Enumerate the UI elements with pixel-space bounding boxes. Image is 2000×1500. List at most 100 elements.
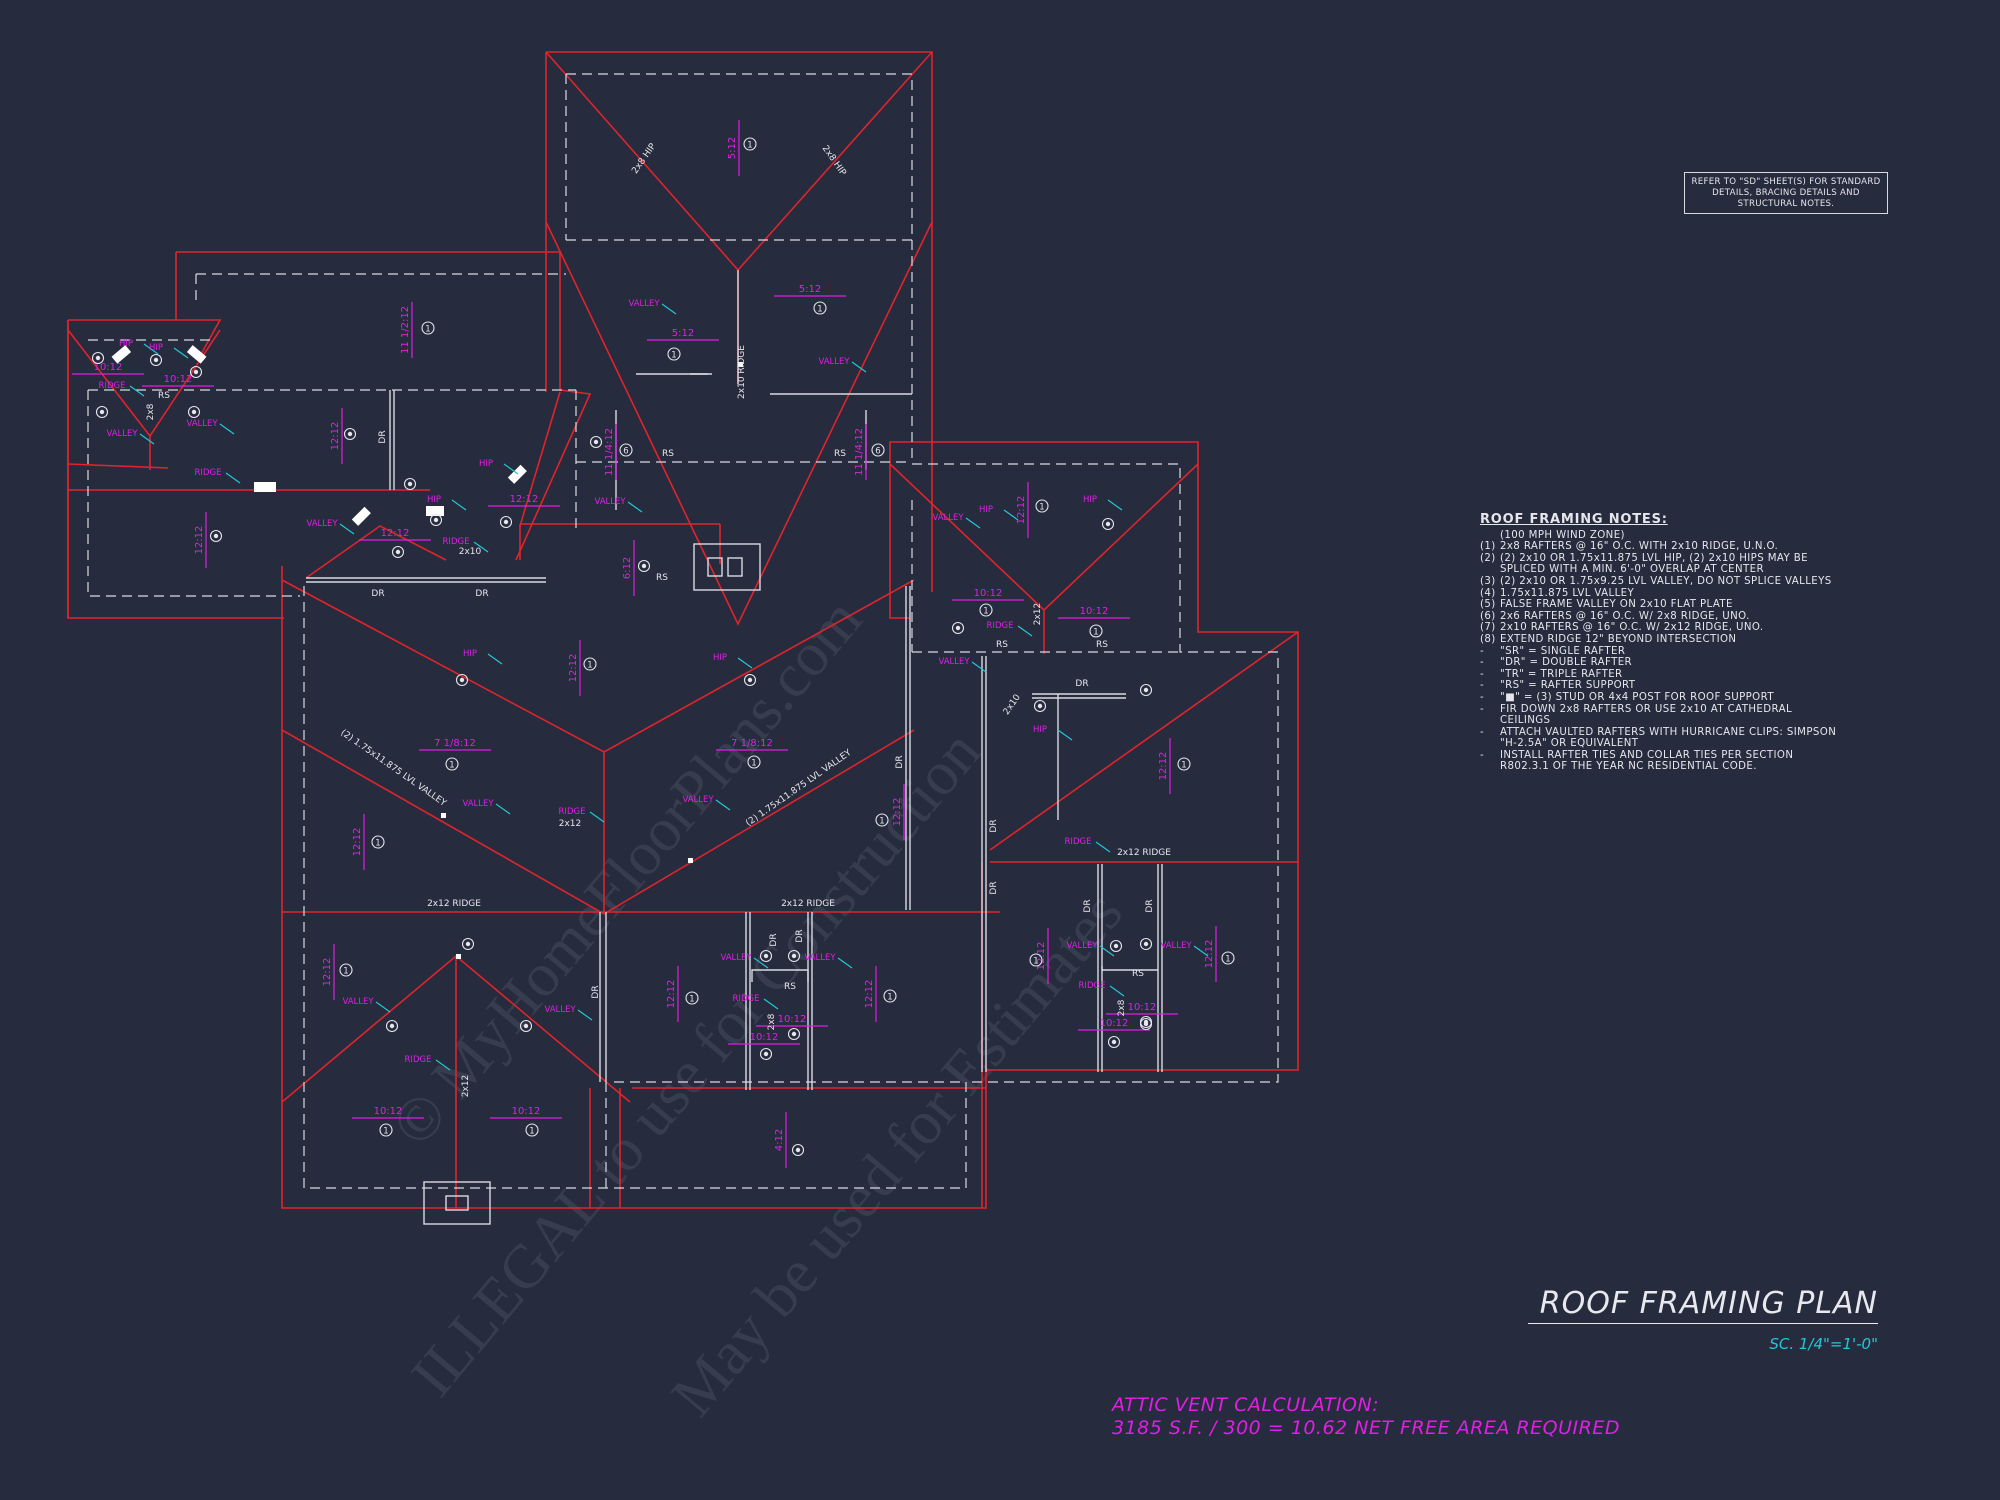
post-symbol-dot bbox=[763, 953, 769, 959]
pitch-label: 10:12 bbox=[1080, 606, 1109, 617]
roof-outline bbox=[67, 51, 1299, 1209]
pitch-label: 11 1/4:12 bbox=[604, 428, 615, 476]
callout-leader bbox=[451, 499, 467, 511]
note-item: (6)2x6 RAFTERS @ 16" O.C. W/ 2x8 RIDGE, … bbox=[1480, 611, 1840, 623]
callout-leader bbox=[1107, 499, 1123, 511]
member-callout: RIDGE bbox=[1079, 981, 1106, 991]
callout-leader bbox=[219, 423, 235, 435]
callout-leader bbox=[225, 472, 241, 484]
post-symbol bbox=[1109, 939, 1123, 953]
note-reference-number: 1 bbox=[887, 993, 892, 1003]
framing-label: 2x10 RIDGE bbox=[737, 345, 747, 399]
framing-label: 2x12 RIDGE bbox=[427, 899, 481, 909]
note-mark: (5) bbox=[1480, 599, 1496, 611]
note-reference-circle bbox=[421, 321, 435, 335]
pitch-label: 12:12 bbox=[1158, 752, 1169, 781]
callout-leader bbox=[1003, 509, 1019, 521]
callout-leader bbox=[627, 501, 643, 513]
note-mark: (8) bbox=[1480, 633, 1496, 645]
post-symbol-dot bbox=[153, 357, 159, 363]
pitch-label: 12:12 bbox=[322, 958, 333, 987]
note-text: (2) 2x10 OR 1.75x9.25 LVL VALLEY, DO NOT… bbox=[1500, 575, 1832, 587]
note-reference-number: 1 bbox=[1225, 955, 1230, 965]
post-symbol-dot bbox=[433, 517, 439, 523]
post-symbol-dot bbox=[1113, 943, 1119, 949]
callout-leader bbox=[1099, 945, 1115, 957]
member-callout: RIDGE bbox=[195, 468, 222, 478]
pitch-label: 10:12 bbox=[750, 1032, 779, 1043]
pitch-label: 5:12 bbox=[799, 284, 821, 295]
note-reference-circle bbox=[339, 963, 353, 977]
pitch-label: 10:12 bbox=[512, 1106, 541, 1117]
callout-leader bbox=[139, 433, 155, 445]
framing-label: RS bbox=[996, 640, 1008, 650]
post-symbol-dot bbox=[193, 369, 199, 375]
post-symbol bbox=[461, 937, 475, 951]
framing-label: 2x12 bbox=[559, 819, 582, 829]
note-item: (5)FALSE FRAME VALLEY ON 2x10 FLAT PLATE bbox=[1480, 599, 1840, 611]
vent-heading: ATTIC VENT CALCULATION: bbox=[1112, 1394, 1380, 1416]
framing-label: DR bbox=[895, 755, 905, 768]
note-reference-number: 1 bbox=[1093, 628, 1098, 638]
post-symbol-dot bbox=[459, 677, 465, 683]
pitch-label: 12:12 bbox=[352, 828, 363, 857]
framing-label: 2x12 RIDGE bbox=[1117, 848, 1171, 858]
vent-formula: 3185 S.F. / 300 = 10.62 NET FREE AREA RE… bbox=[1112, 1417, 1620, 1439]
post-symbol-dot bbox=[1143, 687, 1149, 693]
framing-label: 2x12 bbox=[1033, 603, 1043, 626]
framing-label: 2x8 HIP bbox=[630, 141, 658, 175]
callout-leader bbox=[473, 541, 489, 553]
post-symbol-dot bbox=[1037, 703, 1043, 709]
callout-leader bbox=[971, 661, 987, 673]
callout-leader bbox=[589, 811, 605, 823]
member-callout: VALLEY bbox=[462, 799, 494, 809]
callout-leader bbox=[1017, 625, 1033, 637]
post-symbol bbox=[589, 435, 603, 449]
post-symbol-dot bbox=[1105, 521, 1111, 527]
post-symbol bbox=[189, 365, 203, 379]
note-reference-number: 1 bbox=[425, 325, 430, 335]
callout-leader bbox=[1193, 945, 1209, 957]
member-callout: VALLEY bbox=[186, 419, 218, 429]
attic-vent-calculation: ATTIC VENT CALCULATION: 3185 S.F. / 300 … bbox=[1112, 1394, 1620, 1440]
framing-lines bbox=[87, 73, 1279, 1189]
framing-label: 2x10 bbox=[459, 547, 482, 557]
note-mark: - bbox=[1480, 691, 1485, 703]
post-symbol-dot bbox=[213, 533, 219, 539]
framing-label: 2x8 bbox=[767, 1013, 777, 1030]
post-symbol-dot bbox=[407, 481, 413, 487]
post-symbol-dot bbox=[395, 549, 401, 555]
post-symbol-dot bbox=[1143, 1021, 1149, 1027]
framing-label: 2x8 bbox=[1117, 999, 1127, 1016]
plan-title: ROOF FRAMING PLAN bbox=[1528, 1286, 1878, 1324]
pitch-label: 10:12 bbox=[778, 1014, 807, 1025]
note-mark bbox=[1480, 530, 1500, 542]
pitch-label: 12:12 bbox=[892, 798, 903, 827]
post-symbol-dot bbox=[95, 355, 101, 361]
note-reference-number: 1 bbox=[343, 967, 348, 977]
post-symbol bbox=[1139, 937, 1153, 951]
callout-leader bbox=[851, 361, 867, 373]
note-reference-number: 6 bbox=[875, 447, 880, 457]
member-callout: VALLEY bbox=[682, 795, 714, 805]
note-item: (3)(2) 2x10 OR 1.75x9.25 LVL VALLEY, DO … bbox=[1480, 576, 1840, 588]
framing-label: RS bbox=[656, 573, 668, 583]
framing-label: DR bbox=[769, 933, 779, 946]
note-reference-number: 1 bbox=[375, 839, 380, 849]
framing-label: DR bbox=[475, 589, 488, 599]
note-mark: - bbox=[1480, 680, 1485, 692]
note-reference-circle bbox=[883, 989, 897, 1003]
member-callout: RIDGE bbox=[405, 1055, 432, 1065]
note-reference-circle bbox=[619, 443, 633, 457]
member-callout: RIDGE bbox=[1065, 837, 1092, 847]
pitch-label: 12:12 bbox=[510, 494, 539, 505]
post-symbol bbox=[759, 949, 773, 963]
post-symbol bbox=[1101, 517, 1115, 531]
post-symbol bbox=[637, 559, 651, 573]
member-callout: RIDGE bbox=[443, 537, 470, 547]
member-callout: VALLEY bbox=[818, 357, 850, 367]
pitch-label: 10:12 bbox=[94, 362, 123, 373]
note-reference-circle bbox=[445, 757, 459, 771]
framing-label: 2x12 bbox=[461, 1075, 471, 1098]
